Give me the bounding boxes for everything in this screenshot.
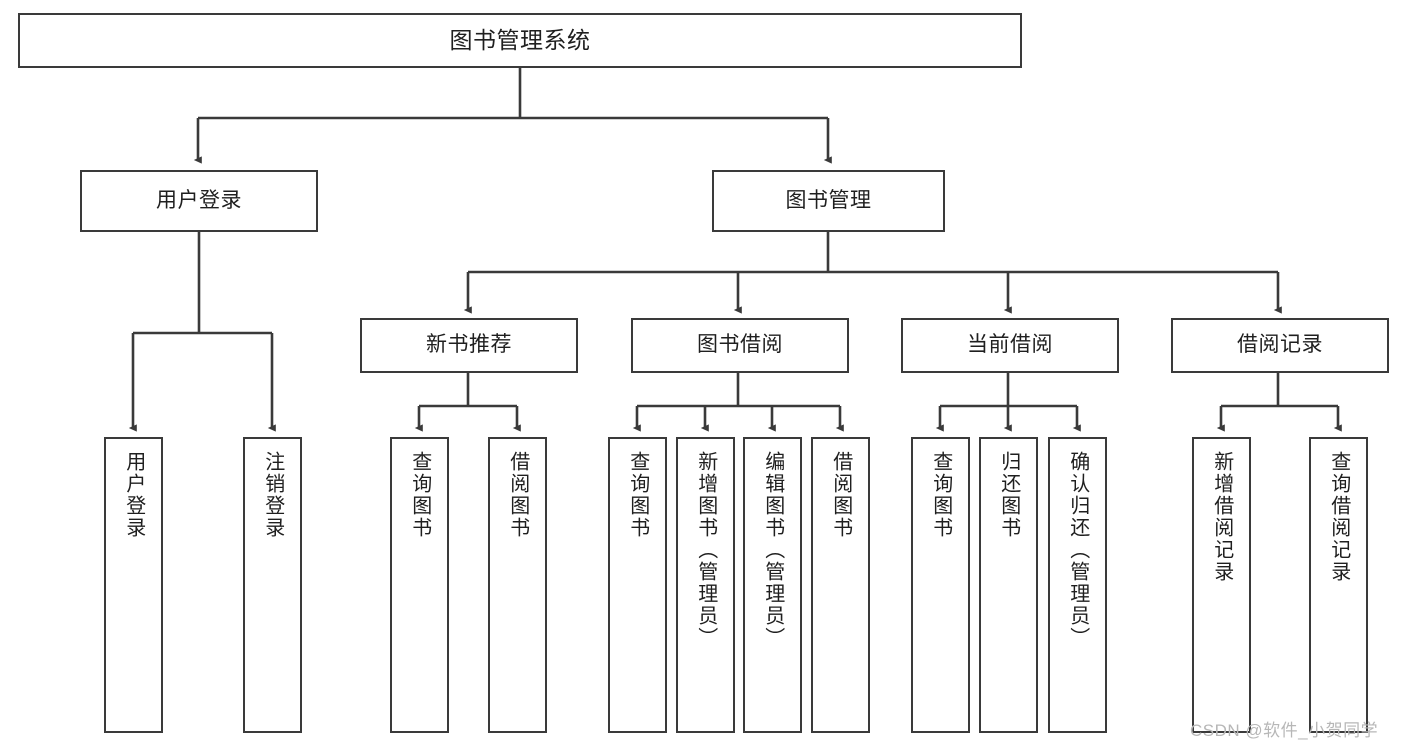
node-label: 查询图书	[626, 451, 649, 539]
node-label: 用户登录	[156, 188, 242, 212]
node-user-login[interactable]: 用户登录	[80, 170, 318, 232]
node-label: 借阅记录	[1237, 333, 1323, 357]
node-book-manage[interactable]: 图书管理	[712, 170, 945, 232]
node-current-borrow[interactable]: 当前借阅	[901, 318, 1119, 373]
node-leaf-return-book[interactable]: 归还图书	[979, 437, 1038, 733]
node-label: 图书借阅	[697, 333, 783, 357]
node-new-book-recommend[interactable]: 新书推荐	[360, 318, 578, 373]
node-leaf-query-book-3[interactable]: 查询图书	[911, 437, 970, 733]
node-leaf-query-book-1[interactable]: 查询图书	[390, 437, 449, 733]
node-leaf-logout-login[interactable]: 注销登录	[243, 437, 302, 733]
node-leaf-edit-book[interactable]: 编辑图书（管理员）	[743, 437, 802, 733]
node-label: 新增图书（管理员）	[694, 451, 717, 649]
node-leaf-borrow-book-2[interactable]: 借阅图书	[811, 437, 870, 733]
node-label: 编辑图书（管理员）	[761, 451, 784, 649]
node-leaf-borrow-book-1[interactable]: 借阅图书	[488, 437, 547, 733]
node-label: 用户登录	[122, 451, 145, 539]
node-label: 新增借阅记录	[1210, 451, 1233, 583]
node-leaf-query-book-2[interactable]: 查询图书	[608, 437, 667, 733]
node-label: 图书管理	[785, 188, 872, 212]
node-label: 借阅图书	[829, 451, 852, 539]
node-label: 图书管理系统	[449, 26, 591, 53]
node-label: 借阅图书	[506, 451, 529, 539]
node-label: 查询图书	[929, 451, 952, 539]
node-label: 归还图书	[997, 451, 1020, 539]
node-label: 查询借阅记录	[1327, 451, 1350, 583]
node-leaf-add-book[interactable]: 新增图书（管理员）	[676, 437, 735, 733]
node-label: 查询图书	[408, 451, 431, 539]
node-book-borrow[interactable]: 图书借阅	[631, 318, 849, 373]
node-root-book-management-system[interactable]: 图书管理系统	[18, 13, 1022, 68]
node-leaf-add-borrow-record[interactable]: 新增借阅记录	[1192, 437, 1251, 733]
node-label: 确认归还（管理员）	[1066, 451, 1089, 649]
node-borrow-record[interactable]: 借阅记录	[1171, 318, 1389, 373]
node-leaf-query-borrow-record[interactable]: 查询借阅记录	[1309, 437, 1368, 733]
node-label: 新书推荐	[426, 333, 512, 357]
node-leaf-user-login[interactable]: 用户登录	[104, 437, 163, 733]
node-leaf-confirm-return[interactable]: 确认归还（管理员）	[1048, 437, 1107, 733]
node-label: 注销登录	[261, 451, 284, 539]
node-label: 当前借阅	[967, 333, 1053, 357]
